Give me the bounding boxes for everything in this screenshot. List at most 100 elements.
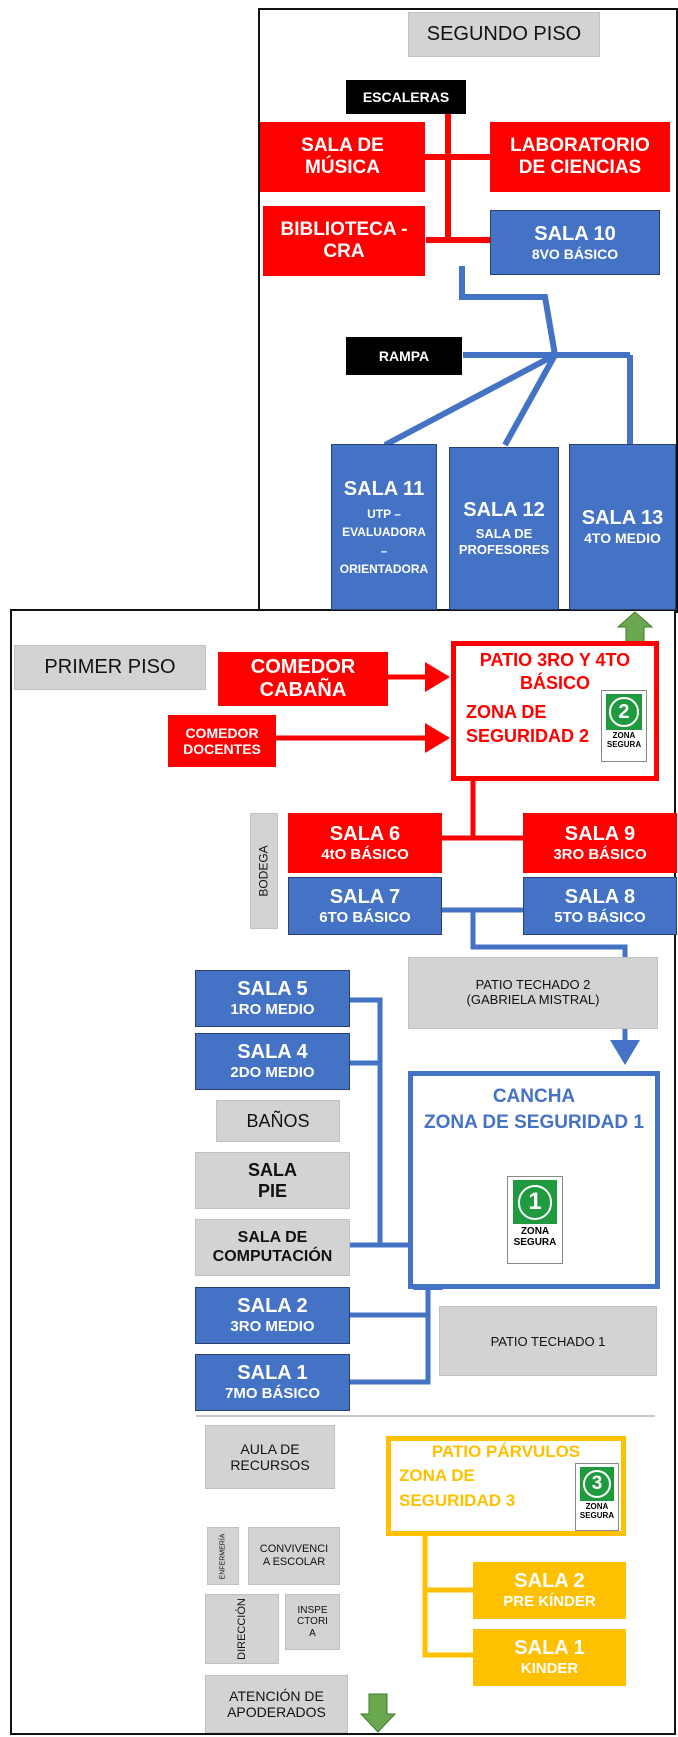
rampa-label: RAMPA bbox=[346, 337, 462, 375]
escaleras-label: ESCALERAS bbox=[346, 80, 466, 114]
patio-parvulos-line1: PATIO PÁRVULOS bbox=[431, 1442, 581, 1461]
sala-8-title: SALA 8 bbox=[564, 885, 636, 908]
sala-4-sub: 2DO MEDIO bbox=[230, 1064, 315, 1081]
patio-techado-1: PATIO TECHADO 1 bbox=[439, 1306, 657, 1376]
sala-6-title: SALA 6 bbox=[329, 822, 401, 845]
sala-12-title: SALA 12 bbox=[463, 499, 545, 522]
sala-13-sub: 4TO MEDIO bbox=[584, 530, 661, 547]
sala-computacion-line1: SALA DE bbox=[237, 1229, 308, 1247]
comedor-docentes: COMEDOR DOCENTES bbox=[168, 715, 276, 767]
sala-7-sub: 6TO BÁSICO bbox=[319, 908, 411, 926]
convivencia-line2: A ESCOLAR bbox=[262, 1556, 326, 1568]
comedor-cabana-line1: COMEDOR bbox=[250, 656, 356, 678]
patio-parvulos-line2: ZONA DE bbox=[399, 1466, 475, 1485]
sala-musica-line1: SALA DE bbox=[301, 135, 384, 157]
patio-techado-2-line1: PATIO TECHADO 2 bbox=[475, 977, 591, 993]
patio-3ro-4to-zone-2: PATIO 3RO Y 4TO BÁSICO ZONA DE SEGURIDAD… bbox=[451, 641, 659, 781]
sala-6: SALA 6 4tO BÁSICO bbox=[288, 813, 442, 873]
sala-pie: SALA PIE bbox=[195, 1152, 350, 1209]
sala-13: SALA 13 4TO MEDIO bbox=[569, 444, 676, 610]
atencion-apoderados: ATENCIÓN DE APODERADOS bbox=[205, 1675, 348, 1733]
sala-1-sub: 7MO BÁSICO bbox=[224, 1385, 320, 1402]
segundo-piso-title: SEGUNDO PISO bbox=[408, 12, 600, 57]
cancha-line1: CANCHA bbox=[492, 1086, 576, 1107]
sala-musica-line2: MÚSICA bbox=[305, 157, 380, 178]
aula-recursos-line2: RECURSOS bbox=[230, 1457, 310, 1473]
biblioteca-line1: BIBLIOTECA - bbox=[280, 219, 408, 241]
parvulos-sala-1: SALA 1 KINDER bbox=[473, 1629, 626, 1686]
cancha-line2: ZONA DE SEGURIDAD 1 bbox=[424, 1112, 644, 1133]
parvulos-sala-2-sub: PRE KÍNDER bbox=[503, 1593, 596, 1610]
sala-computacion-line2: COMPUTACIÓN bbox=[212, 1247, 333, 1265]
parvulos-sala-2-title: SALA 2 bbox=[514, 1570, 585, 1592]
sala-5: SALA 5 1RO MEDIO bbox=[195, 970, 350, 1027]
sala-11-sub4: ORIENTADORA bbox=[339, 561, 429, 576]
inspectoria-line1: INSPE bbox=[297, 1604, 328, 1616]
primer-piso-title: PRIMER PISO bbox=[14, 645, 206, 690]
parvulos-sala-1-title: SALA 1 bbox=[514, 1637, 585, 1659]
sala-musica: SALA DE MÚSICA bbox=[260, 122, 425, 192]
sala-11-title: SALA 11 bbox=[343, 477, 425, 500]
red-route-first-floor bbox=[275, 662, 523, 841]
sala-pie-line1: SALA bbox=[248, 1159, 297, 1180]
sala-computacion: SALA DE COMPUTACIÓN bbox=[195, 1219, 350, 1276]
enfermeria: ENFERMERÍA bbox=[207, 1527, 239, 1585]
sala-5-sub: 1RO MEDIO bbox=[230, 1001, 315, 1018]
sala-4: SALA 4 2DO MEDIO bbox=[195, 1033, 350, 1090]
comedor-cabana: COMEDOR CABAÑA bbox=[218, 652, 388, 706]
red-route-second-floor bbox=[420, 113, 490, 243]
patio-3ro-line2: BÁSICO bbox=[519, 673, 590, 693]
sala-2-title: SALA 2 bbox=[237, 1295, 308, 1317]
sala-pie-line2: PIE bbox=[257, 1180, 287, 1201]
sala-11-sub3: – bbox=[380, 543, 388, 558]
blue-route-second-floor bbox=[383, 266, 633, 448]
patio-techado-2-line2: (GABRIELA MISTRAL) bbox=[466, 992, 600, 1007]
exit-arrow-down-icon bbox=[359, 1693, 397, 1733]
sala-9-title: SALA 9 bbox=[564, 822, 636, 845]
sala-4-title: SALA 4 bbox=[237, 1041, 308, 1063]
sala-9-sub: 3RO BÁSICO bbox=[553, 845, 647, 863]
sala-2-3ro-medio: SALA 2 3RO MEDIO bbox=[195, 1287, 350, 1344]
laboratorio-line1: LABORATORIO bbox=[510, 135, 650, 157]
patio-parvulos-zone-3: PATIO PÁRVULOS ZONA DE SEGURIDAD 3 3 ZON… bbox=[386, 1436, 626, 1536]
laboratorio-line2: DE CIENCIAS bbox=[518, 157, 642, 178]
sala-12-sub1: SALA DE bbox=[475, 526, 533, 542]
sala-12-sub2: PROFESORES bbox=[458, 542, 550, 557]
sala-12: SALA 12 SALA DE PROFESORES bbox=[449, 447, 559, 610]
sala-2-sub: 3RO MEDIO bbox=[230, 1318, 315, 1335]
sala-11-sub1: UTP – bbox=[367, 506, 401, 521]
sala-1-title: SALA 1 bbox=[237, 1362, 308, 1384]
sala-8-sub: 5TO BÁSICO bbox=[554, 908, 646, 926]
patio-3ro-line4: SEGURIDAD 2 bbox=[466, 726, 590, 746]
sala-6-sub: 4tO BÁSICO bbox=[321, 845, 409, 863]
sala-7: SALA 7 6TO BÁSICO bbox=[288, 877, 442, 935]
patio-3ro-line1: PATIO 3RO Y 4TO bbox=[479, 650, 631, 670]
bodega: BODEGA bbox=[250, 813, 278, 929]
direccion: DIRECCIÓN bbox=[205, 1594, 279, 1664]
inspectoria-line2: CTORI bbox=[297, 1616, 328, 1628]
atencion-line2: APODERADOS bbox=[227, 1704, 326, 1720]
inspectoria: INSPE CTORI A bbox=[285, 1594, 340, 1650]
aula-recursos: AULA DE RECURSOS bbox=[205, 1425, 335, 1489]
sala-1-7mo-basico: SALA 1 7MO BÁSICO bbox=[195, 1354, 350, 1411]
yellow-route bbox=[422, 1533, 473, 1658]
convivencia-escolar: CONVIVENCI A ESCOLAR bbox=[248, 1527, 340, 1585]
sala-9: SALA 9 3RO BÁSICO bbox=[523, 813, 677, 873]
convivencia-line1: CONVIVENCI bbox=[259, 1543, 329, 1556]
parvulos-sala-2: SALA 2 PRE KÍNDER bbox=[473, 1562, 626, 1619]
sala-10-title: SALA 10 bbox=[534, 222, 616, 245]
patio-techado-2: PATIO TECHADO 2 (GABRIELA MISTRAL) bbox=[408, 957, 658, 1029]
comedor-docentes-line2: DOCENTES bbox=[183, 741, 261, 757]
atencion-line1: ATENCIÓN DE bbox=[229, 1687, 324, 1704]
sala-11: SALA 11 UTP – EVALUADORA – ORIENTADORA bbox=[331, 444, 437, 610]
sala-10-sub: 8VO BÁSICO bbox=[531, 245, 619, 262]
comedor-docentes-line1: COMEDOR bbox=[185, 724, 259, 741]
biblioteca-cra: BIBLIOTECA - CRA bbox=[263, 206, 425, 276]
parvulos-sala-1-sub: KINDER bbox=[520, 1660, 579, 1677]
patio-parvulos-line3: SEGURIDAD 3 bbox=[399, 1491, 516, 1510]
patio-3ro-line3: ZONA DE bbox=[466, 702, 547, 722]
